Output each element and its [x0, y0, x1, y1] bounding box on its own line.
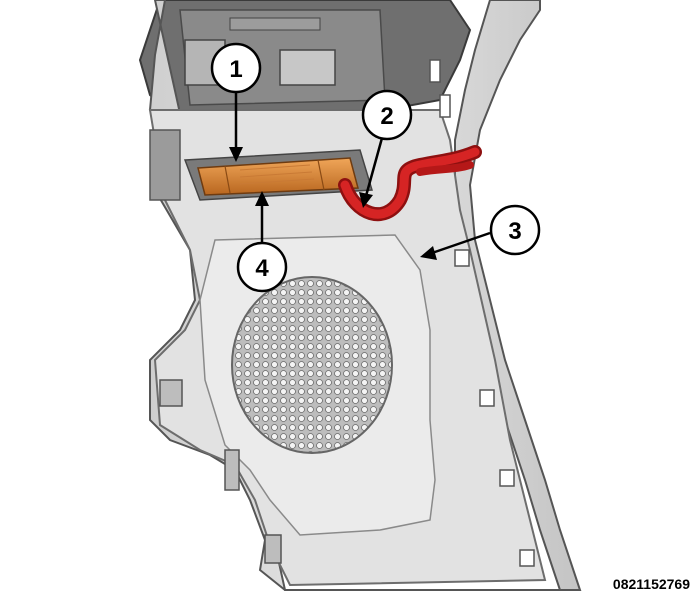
leader-arrowhead-2 [359, 192, 373, 208]
callout-leaders [229, 92, 491, 260]
upper-cavity [138, 0, 472, 121]
callout-2-label: 2 [380, 103, 393, 130]
callout-4-label: 4 [255, 255, 269, 282]
wiring-harness [338, 145, 482, 222]
electronic-module [197, 157, 359, 196]
callout-1: 1 [210, 42, 262, 94]
leader-arrow-2 [364, 137, 384, 197]
callout-4: 4 [236, 241, 288, 293]
callout-3: 3 [489, 204, 541, 256]
leader-arrowhead-3 [420, 246, 437, 260]
callout-1-label: 1 [229, 56, 242, 83]
figure-id-label: 0821152769 [612, 576, 690, 592]
callout-2: 2 [361, 89, 413, 141]
leader-arrow-3 [431, 231, 491, 255]
leader-arrowhead-4 [255, 191, 269, 206]
leader-arrowhead-1 [229, 147, 243, 162]
speaker-grille [231, 276, 393, 454]
callout-3-label: 3 [508, 218, 521, 245]
